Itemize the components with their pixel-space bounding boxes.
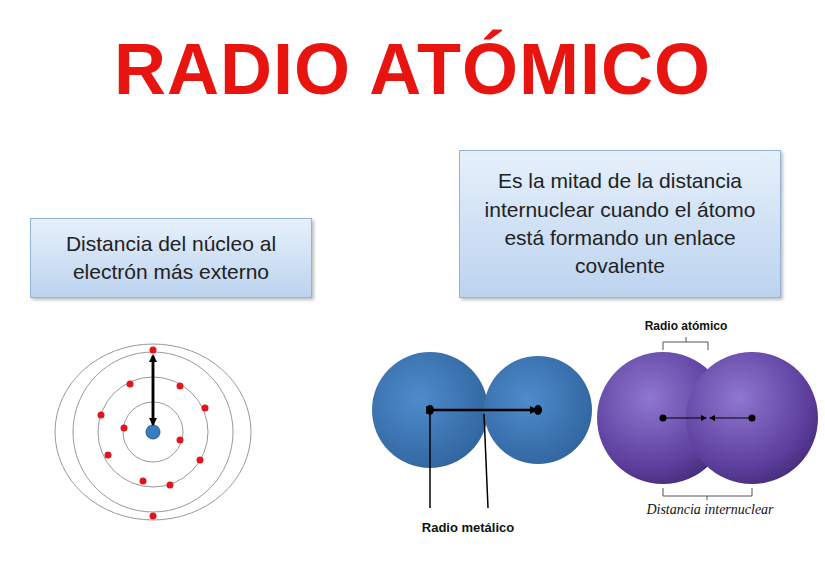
atom-model [55, 344, 251, 520]
text-box: Es la mitad de la distancia internuclear… [459, 150, 781, 298]
box-text: Es la mitad de la distancia internuclear… [474, 167, 766, 280]
text-box: Distancia del núcleo al electrón más ext… [30, 218, 312, 298]
distance-label: Distancia internuclear [646, 502, 773, 518]
radius-label: Radio metálico [422, 520, 514, 535]
metal-spheres [372, 352, 592, 508]
covalent-spheres [597, 337, 818, 500]
box-text: Distancia del núcleo al electrón más ext… [45, 230, 297, 287]
radius-label: Radio atómico [645, 319, 728, 333]
title: RADIO ATÓMICO [0, 28, 825, 110]
